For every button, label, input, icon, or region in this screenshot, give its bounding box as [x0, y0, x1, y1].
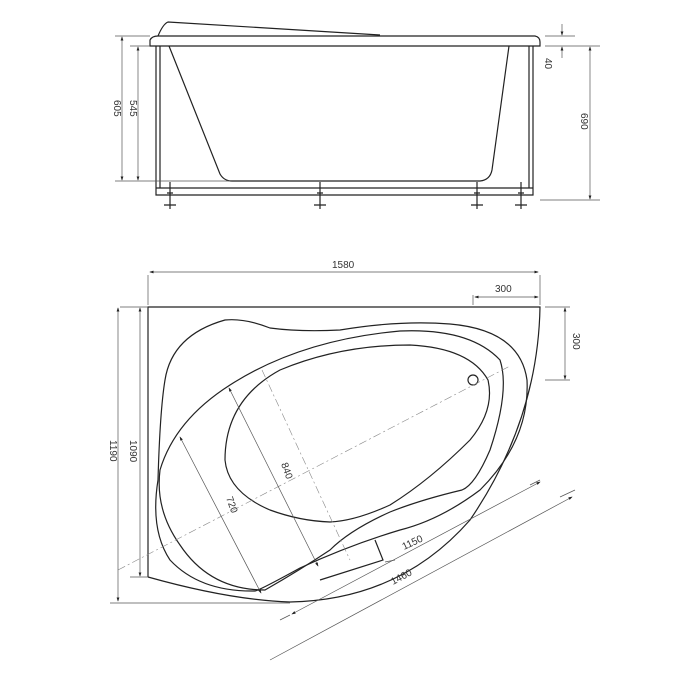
dim-1090: 1090 — [127, 440, 138, 463]
deck-contour — [158, 330, 504, 591]
dim-720: 720 — [223, 495, 239, 515]
frame — [155, 46, 534, 196]
dim-840: 840 — [278, 461, 294, 481]
dim-300-horizontal: 300 — [495, 284, 512, 295]
headrest — [157, 21, 381, 37]
dim-40: 40 — [542, 58, 553, 70]
dim-605: 605 — [111, 100, 122, 117]
plan-view: 1580 300 300 1190 1090 840 720 1150 1460 — [107, 260, 581, 661]
rim-contour — [155, 319, 528, 592]
dim-690: 690 — [578, 113, 589, 130]
bowl-contour — [224, 344, 491, 523]
side-view: 605 545 40 690 — [111, 21, 600, 209]
rim — [149, 35, 541, 47]
dim-1190: 1190 — [107, 440, 118, 462]
adjustable-feet — [164, 182, 527, 209]
dim-545: 545 — [127, 100, 138, 117]
tub-body — [168, 45, 510, 182]
dim-1580: 1580 — [332, 260, 355, 271]
dim-300-vertical: 300 — [570, 333, 581, 350]
